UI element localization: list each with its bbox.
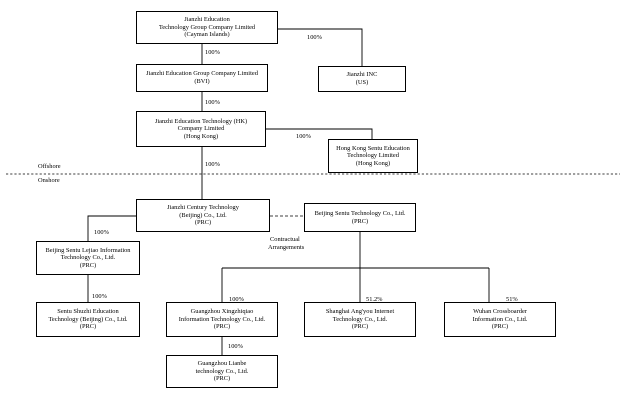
entity-line: Technology Co., Ltd. (60, 254, 116, 262)
entity-line: Beijing Sentu Lejiao Information (45, 246, 131, 254)
entity-line: (PRC) (213, 375, 231, 383)
entity-jianzhi-inc: Jianzhi INC (US) (318, 66, 406, 92)
contractual-arrangements-label: Contractual (270, 236, 300, 243)
entity-line: Information Technology Co., Ltd. (178, 315, 266, 323)
entity-jianzhi-cayman: Jianzhi Education Technology Group Compa… (136, 11, 278, 44)
pct-sentutech-xingzhiqiao: 100% (229, 296, 244, 303)
entity-line: (Cayman Islands) (184, 31, 230, 39)
entity-line: Wuhan Crossboarder (473, 308, 527, 316)
entity-line: (PRC) (194, 219, 212, 227)
contractual-arrangements-label: Arrangements (268, 244, 305, 251)
entity-line: technology Co., Ltd. (195, 367, 249, 375)
line-hk-hksentu (266, 128, 373, 139)
offshore-label: Offshore (38, 163, 61, 170)
entity-beijing-sentu-tech: Beijing Sentu Technology Co., Ltd. (PRC) (304, 203, 416, 232)
onshore-label: Onshore (38, 177, 60, 184)
entity-line: (Hong Kong) (355, 159, 391, 167)
entity-shanghai-angyou: Shanghai Ang'you Internet Technology Co.… (304, 302, 416, 337)
entity-line: Jianzhi INC (346, 71, 378, 79)
entity-line: (PRC) (351, 323, 369, 331)
entity-line: (BVI) (194, 78, 210, 85)
entity-line: Beijing Sentu Technology Co., Ltd. (314, 209, 406, 217)
pct-century-lejiao: 100% (94, 229, 109, 236)
pct-bvi-hk: 100% (205, 99, 220, 106)
line-century-lejiao (87, 215, 136, 241)
entity-jianzhi-hk: Jianzhi Education Technology (HK) Compan… (136, 111, 266, 147)
entity-line: (US) (355, 79, 369, 86)
entity-sentu-shuzhi: Sentu Shuzhi Education Technology (Beiji… (36, 302, 140, 337)
entity-line: (PRC) (351, 217, 369, 225)
entity-line: Sentu Shuzhi Education (57, 308, 119, 316)
entity-line: Technology (Beijing) Co., Ltd. (48, 315, 128, 323)
entity-line: (Hong Kong) (183, 132, 219, 140)
entity-line: Jianzhi Education (184, 16, 230, 24)
entity-line: Hong Kong Sentu Education (336, 144, 410, 152)
entity-line: (PRC) (79, 261, 97, 269)
entity-line: Guangzhou Lianbe (197, 360, 247, 368)
entity-line: (PRC) (213, 323, 231, 331)
entity-wuhan-crossboarder: Wuhan Crossboarder Information Co., Ltd.… (444, 302, 556, 337)
entity-line: (Beijing) Co., Ltd. (179, 211, 227, 219)
entity-beijing-sentu-lejiao: Beijing Sentu Lejiao Information Technol… (36, 241, 140, 275)
entity-line: Technology Group Company Limited (158, 23, 256, 31)
entity-line: Technology Co., Ltd. (332, 315, 388, 323)
entity-line: Jianzhi Century Technology (167, 204, 239, 212)
entity-line: (PRC) (491, 323, 509, 331)
entity-line: Information Co., Ltd. (472, 315, 528, 323)
pct-sentutech-angyou: 51.2% (366, 296, 383, 303)
entity-line: Guangzhou Xingzhiqiao (190, 308, 254, 316)
pct-cayman-inc: 100% (307, 34, 322, 41)
pct-lejiao-shuzhi: 100% (92, 293, 107, 300)
pct-xingzhiqiao-lianbe: 100% (228, 343, 243, 350)
entity-line: Technology Limited (347, 152, 399, 160)
pct-hk-hksentu: 100% (296, 133, 311, 140)
entity-line: Shanghai Ang'you Internet (325, 308, 395, 316)
entity-line: Jianzhi Education Group Company Limited (146, 70, 258, 78)
entity-line: (PRC) (79, 323, 97, 331)
pct-sentutech-wuhan: 51% (506, 296, 518, 303)
entity-jianzhi-century: Jianzhi Century Technology (Beijing) Co.… (136, 199, 270, 232)
entity-guangzhou-lianbe: Guangzhou Lianbe technology Co., Ltd. (P… (166, 355, 278, 388)
entity-jianzhi-bvi: Jianzhi Education Group Company Limited … (136, 64, 268, 92)
entity-hk-sentu: Hong Kong Sentu Education Technology Lim… (328, 139, 418, 173)
pct-cayman-bvi: 100% (205, 49, 220, 56)
entity-line: Company Limited (177, 125, 225, 133)
entity-line: Jianzhi Education Technology (HK) (154, 117, 248, 125)
pct-hk-century: 100% (205, 161, 220, 168)
entity-guangzhou-xingzhiqiao: Guangzhou Xingzhiqiao Information Techno… (166, 302, 278, 337)
line-cayman-inc (278, 28, 363, 66)
